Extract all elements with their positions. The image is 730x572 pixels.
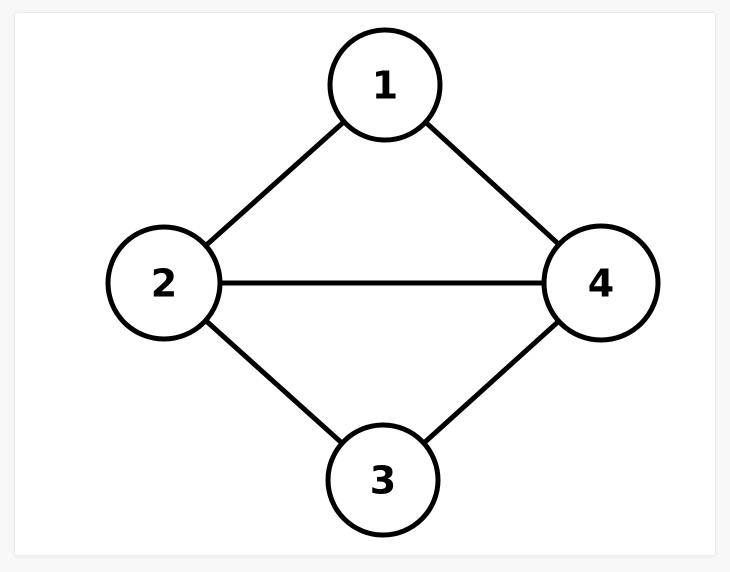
node-2-label: 2 [151, 262, 177, 306]
node-3-circle [325, 422, 441, 538]
node-1-label: 1 [372, 64, 398, 108]
node-4-label: 4 [588, 262, 614, 306]
node-3: 3 [325, 422, 441, 538]
node-1-circle [327, 27, 443, 143]
node-3-label: 3 [370, 459, 396, 503]
node-1: 1 [327, 27, 443, 143]
node-2-circle [105, 224, 223, 342]
node-2: 2 [105, 224, 223, 342]
node-4: 4 [541, 223, 661, 343]
node-4-circle [541, 223, 661, 343]
